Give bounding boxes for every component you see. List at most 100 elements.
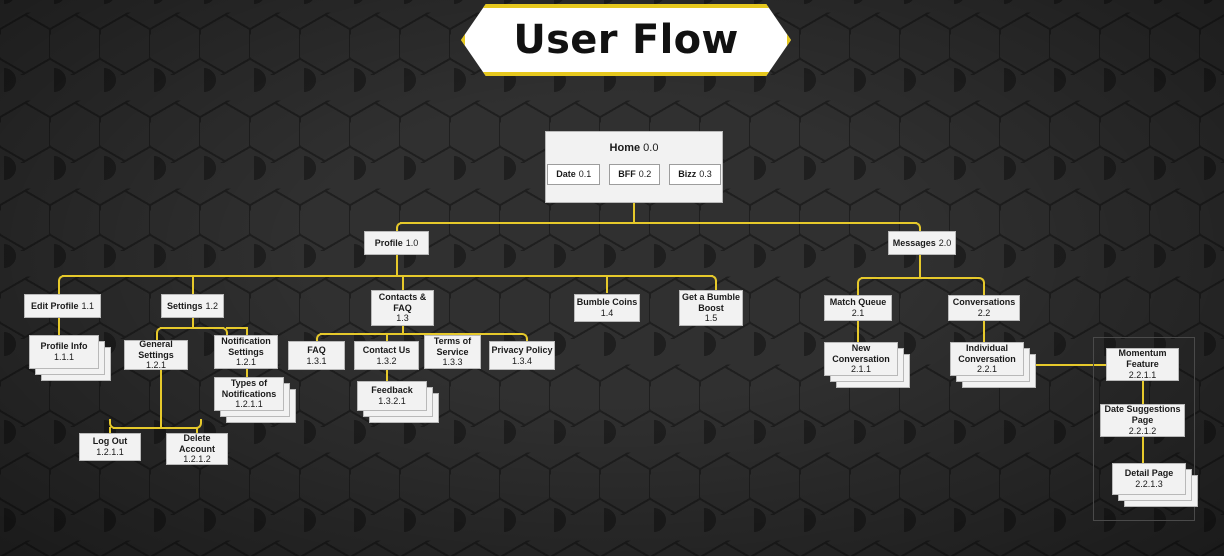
node-privacy-policy[interactable]: Privacy Policy 1.3.4 [489, 341, 555, 370]
node-match-queue[interactable]: Match Queue 2.1 [824, 295, 892, 321]
connector-general-settings-bus [113, 427, 196, 429]
node-contact-us[interactable]: Contact Us 1.3.2 [354, 341, 419, 370]
node-momentum-feature[interactable]: Momentum Feature 2.2.1.1 [1106, 348, 1179, 381]
chip-date[interactable]: Date 0.1 [547, 164, 601, 186]
node-bumble-boost[interactable]: Get a Bumble Boost 1.5 [679, 290, 743, 326]
node-profile-info-stack: Profile Info 1.1.1 [29, 335, 111, 381]
connector-contacts-down [402, 325, 404, 333]
connector-conversations-down [983, 321, 985, 342]
node-detail-page[interactable]: Detail Page 2.2.1.3 [1112, 463, 1186, 495]
connector-match-queue-down [857, 321, 859, 342]
node-bumble-boost-label: Get a Bumble Boost [681, 291, 740, 313]
connector-messages-bus [861, 277, 979, 279]
node-messages[interactable]: Messages 2.0 [888, 231, 956, 255]
node-detail-page-label: Detail Page [1124, 468, 1174, 479]
connector-edit-profile-down [58, 318, 60, 335]
node-individual-conversation-num: 2.2.1 [976, 364, 998, 375]
node-bumble-coins-label: Bumble Coins [576, 297, 638, 308]
node-conversations-num: 2.2 [977, 308, 991, 318]
node-delete-account[interactable]: Delete Account 1.2.1.2 [166, 433, 228, 465]
connector-momentum-down [1142, 381, 1144, 405]
node-home-title: Home 0.0 [610, 142, 659, 155]
node-new-conversation[interactable]: New Conversation 2.1.1 [824, 342, 898, 376]
node-settings-num: 1.2 [205, 300, 219, 311]
connector-corner [218, 327, 228, 337]
node-log-out[interactable]: Log Out 1.2.1.1 [79, 433, 141, 461]
connector-corner [975, 277, 985, 287]
node-edit-profile-num: 1.1 [81, 300, 95, 311]
node-profile-info-num: 1.1.1 [53, 352, 75, 362]
chip-bff-num: 0.2 [638, 169, 652, 180]
node-notification-settings-num: 1.2.1 [235, 357, 257, 368]
node-date-suggestions-page-num: 2.2.1.2 [1128, 425, 1157, 436]
node-privacy-policy-label: Privacy Policy [491, 344, 553, 355]
connector-settings-down [192, 318, 194, 327]
connector-corner [707, 275, 717, 285]
node-home[interactable]: Home 0.0 Date 0.1 BFF 0.2 Bizz 0.3 [545, 131, 723, 203]
node-detail-page-stack: Detail Page 2.2.1.3 [1112, 463, 1198, 507]
momentum-group-frame [1093, 337, 1195, 521]
connector-to-match-queue [857, 285, 859, 295]
node-profile-info[interactable]: Profile Info 1.1.1 [29, 335, 99, 369]
node-settings[interactable]: Settings 1.2 [161, 294, 224, 318]
node-delete-account-num: 1.2.1.2 [183, 454, 211, 465]
connector-contacts-bus [320, 333, 522, 335]
node-terms-of-service[interactable]: Terms of Service 1.3.3 [424, 335, 481, 369]
node-bumble-coins[interactable]: Bumble Coins 1.4 [574, 294, 640, 322]
connector-corner [109, 419, 119, 429]
connector-corner [518, 333, 528, 343]
chip-bizz-num: 0.3 [699, 169, 712, 180]
node-contacts-faq[interactable]: Contacts & FAQ 1.3 [371, 290, 434, 326]
connector-to-delete-account [196, 427, 198, 433]
node-faq-num: 1.3.1 [306, 355, 327, 366]
node-messages-num: 2.0 [938, 237, 952, 248]
chip-bizz[interactable]: Bizz 0.3 [669, 164, 721, 186]
connector-messages-down [919, 254, 921, 277]
connector-corner [156, 327, 166, 337]
connector-to-bumble-coins [606, 275, 608, 293]
node-contacts-faq-num: 1.3 [396, 313, 409, 324]
node-types-of-notifications-stack: Types of Notifications 1.2.1.1 [214, 377, 296, 423]
chip-bff[interactable]: BFF 0.2 [609, 164, 661, 186]
chip-date-label: Date [556, 169, 576, 180]
node-notification-settings-label: Notification Settings [221, 335, 271, 357]
node-privacy-policy-num: 1.3.4 [511, 355, 533, 366]
node-types-of-notifications[interactable]: Types of Notifications 1.2.1.1 [214, 377, 284, 411]
node-feedback-stack: Feedback 1.3.2.1 [357, 381, 439, 423]
node-faq-label: FAQ [307, 344, 326, 355]
node-individual-conversation-stack: Individual Conversation 2.2.1 [950, 342, 1036, 388]
node-general-settings[interactable]: General Settings 1.2.1 [124, 339, 188, 371]
node-conversations[interactable]: Conversations 2.2 [948, 295, 1020, 321]
chip-date-num: 0.1 [578, 169, 592, 180]
node-types-of-notifications-num: 1.2.1.1 [235, 399, 263, 410]
connector-to-general-settings [156, 335, 158, 340]
connector-settings-bus [160, 327, 224, 329]
node-edit-profile[interactable]: Edit Profile 1.1 [24, 294, 101, 318]
page-title: User Flow [513, 17, 739, 63]
node-momentum-feature-num: 2.2.1.1 [1128, 369, 1157, 380]
connector-contact-us-down [386, 369, 388, 381]
connector-to-contact-us [386, 333, 388, 343]
node-general-settings-num: 1.2.1 [145, 360, 167, 371]
connector-individual-to-momentum [1031, 364, 1111, 366]
node-faq[interactable]: FAQ 1.3.1 [288, 341, 345, 370]
node-contact-us-num: 1.3.2 [376, 355, 397, 366]
node-date-suggestions-page[interactable]: Date Suggestions Page 2.2.1.2 [1100, 404, 1185, 437]
node-momentum-feature-label: Momentum Feature [1118, 348, 1167, 370]
node-notification-settings[interactable]: Notification Settings 1.2.1 [214, 335, 278, 369]
connector-profile-bus [62, 275, 713, 277]
chip-bff-label: BFF [618, 169, 636, 180]
connector-to-log-out [109, 427, 111, 433]
connector-notification-down [246, 369, 248, 377]
node-edit-profile-label: Edit Profile [30, 300, 79, 311]
node-feedback[interactable]: Feedback 1.3.2.1 [357, 381, 427, 411]
connector-home-down [633, 203, 635, 222]
node-individual-conversation-label: Individual Conversation [958, 342, 1016, 364]
node-contacts-faq-label: Contacts & FAQ [378, 291, 427, 313]
node-bumble-coins-num: 1.4 [600, 308, 614, 318]
node-feedback-label: Feedback [371, 385, 413, 396]
node-individual-conversation[interactable]: Individual Conversation 2.2.1 [950, 342, 1024, 376]
node-messages-label: Messages [892, 237, 936, 248]
node-profile[interactable]: Profile 1.0 [364, 231, 429, 255]
node-feedback-num: 1.3.2.1 [378, 396, 406, 406]
